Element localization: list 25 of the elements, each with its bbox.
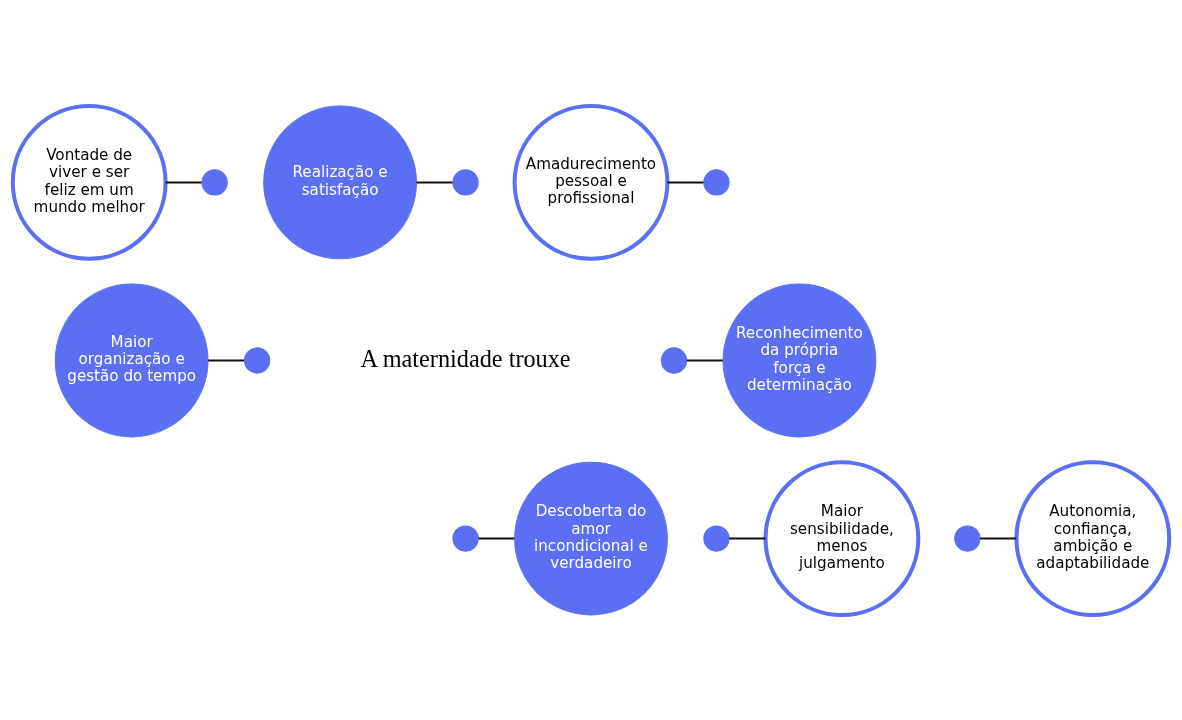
node-circle: Maior organização e gestão do tempo <box>54 283 209 437</box>
node-circle <box>243 346 271 374</box>
connector <box>165 180 202 183</box>
node-circle: Descoberta do amor incondicional e verdadeiro <box>514 461 668 615</box>
node-circle: Autonomia, confiança, ambição e adaptabilidade <box>1014 459 1172 617</box>
node-circle: Reconhecimento da própria força e determinação <box>722 283 877 437</box>
node-circle <box>703 168 730 196</box>
node-circle: Vontade de viver e ser feliz em um mundo melhor <box>10 103 168 261</box>
node-circle <box>201 168 228 196</box>
connector <box>478 537 515 540</box>
node-circle <box>703 524 730 552</box>
node-circle <box>452 524 479 552</box>
connector <box>208 359 245 361</box>
connector <box>729 537 766 540</box>
label: A maternidade trouxe <box>360 344 571 372</box>
connector <box>686 359 723 361</box>
node-circle <box>452 168 479 196</box>
node-circle: Realização e satisfação <box>263 105 417 259</box>
connector <box>980 537 1017 540</box>
connector <box>667 180 704 183</box>
node-circle: Amadurecimento pessoal e profissional <box>512 103 670 261</box>
node-circle: Maior sensibilidade, menos julgamento <box>763 459 921 617</box>
node-circle <box>954 524 981 552</box>
connector <box>416 180 453 183</box>
node-circle <box>660 346 688 374</box>
